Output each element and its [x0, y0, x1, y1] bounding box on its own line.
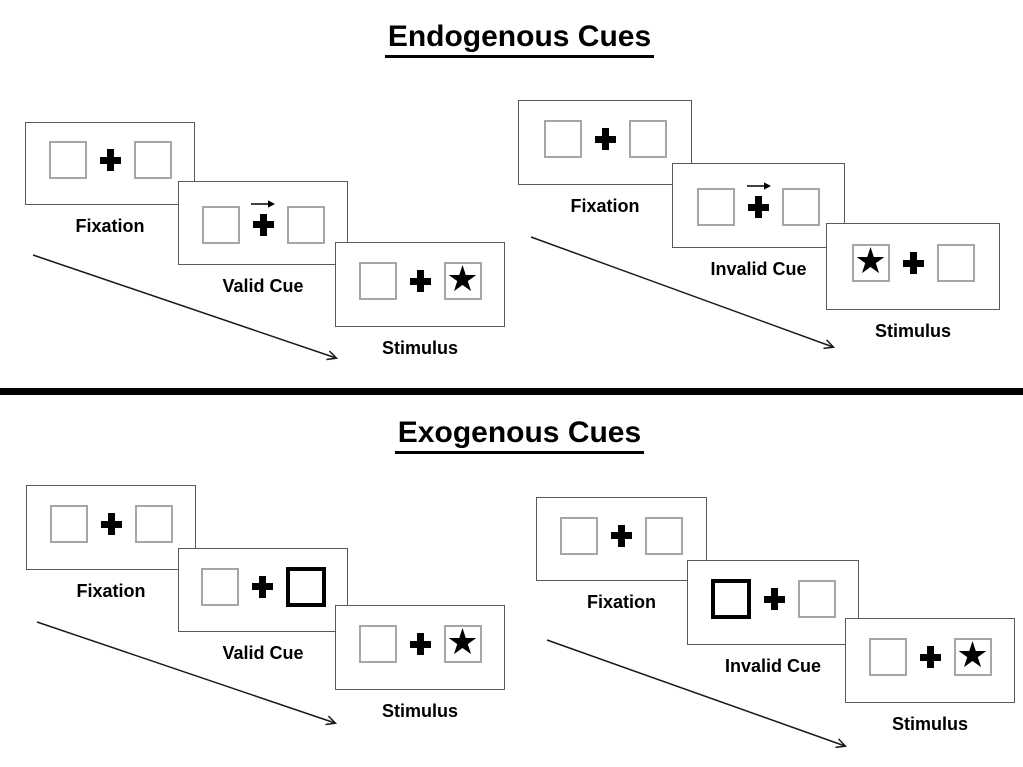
plus-shape	[919, 646, 941, 668]
section-title-exogenous: Exogenous Cues	[16, 416, 1023, 454]
fixation-cross-icon	[251, 199, 275, 236]
plus-shape	[252, 213, 274, 236]
fixation-cross-icon	[100, 513, 122, 535]
endogenous-invalid-stimulus-panel: ★	[826, 223, 1000, 310]
plus-shape	[594, 128, 616, 150]
plus-shape	[611, 524, 632, 547]
plus-shape	[99, 149, 121, 171]
endogenous-valid-stimulus-label: Stimulus	[381, 338, 458, 358]
star-icon: ★	[446, 622, 479, 663]
placeholder-box	[936, 244, 975, 282]
stimulus-box: ★	[443, 622, 482, 663]
exogenous-invalid-stimulus-panel: ★	[845, 618, 1015, 703]
section-title-endogenous: Endogenous Cues	[16, 20, 1023, 58]
section-divider	[0, 388, 1023, 395]
star-icon: ★	[446, 259, 479, 300]
placeholder-box	[49, 505, 88, 543]
exogenous-valid-fixation-label: Fixation	[76, 581, 146, 601]
endogenous-invalid-fixation-panel	[518, 100, 692, 185]
plus-shape	[100, 513, 122, 535]
placeholder-box	[286, 205, 325, 244]
exogenous-valid-stimulus-panel: ★	[335, 605, 505, 690]
endogenous-invalid-fixation-label: Fixation	[570, 196, 640, 216]
endogenous-invalid-stimulus-label: Stimulus	[874, 321, 951, 341]
fixation-cross-icon	[763, 588, 785, 610]
endogenous-valid-stimulus-panel: ★	[335, 242, 505, 327]
exogenous-valid-stimulus-label: Stimulus	[381, 701, 458, 721]
placeholder-box	[358, 262, 397, 300]
placeholder-box	[697, 188, 735, 226]
star-icon: ★	[956, 635, 989, 676]
plus-shape	[763, 588, 785, 610]
placeholder-box	[797, 580, 836, 618]
plus-shape	[748, 196, 769, 218]
plus-shape	[409, 633, 431, 655]
cue-highlight-box	[285, 566, 326, 607]
exogenous-valid-valid-cue-label: Valid Cue	[222, 643, 304, 663]
placeholder-box	[134, 505, 173, 543]
placeholder-box	[782, 188, 820, 226]
fixation-cross-icon	[409, 633, 431, 655]
exogenous-invalid-fixation-panel	[536, 497, 707, 581]
section-title-endogenous-text: Endogenous Cues	[384, 20, 655, 58]
fixation-cross-icon	[746, 182, 771, 218]
placeholder-box	[200, 567, 239, 606]
endogenous-valid-valid-cue-panel	[178, 181, 348, 265]
exogenous-valid-fixation-panel	[26, 485, 196, 570]
placeholder-box	[560, 516, 598, 555]
endogenous-invalid-invalid-cue-label: Invalid Cue	[710, 259, 807, 279]
exogenous-valid-valid-cue-panel	[178, 548, 348, 632]
fixation-cross-icon	[251, 575, 273, 598]
cue-direction-arrow-icon	[251, 199, 275, 208]
cue-highlight-box	[710, 579, 751, 619]
stimulus-box: ★	[953, 635, 992, 676]
placeholder-box	[133, 141, 172, 179]
fixation-cross-icon	[611, 524, 632, 547]
exogenous-valid-sequence-arrow	[36, 621, 335, 723]
endogenous-valid-fixation-label: Fixation	[75, 216, 145, 236]
cue-direction-arrow-icon	[746, 182, 771, 190]
exogenous-invalid-invalid-cue-label: Invalid Cue	[724, 656, 822, 676]
stimulus-box: ★	[443, 259, 482, 300]
exogenous-invalid-invalid-cue-panel	[687, 560, 859, 645]
endogenous-valid-valid-cue-label: Valid Cue	[222, 276, 304, 296]
plus-shape	[902, 252, 924, 274]
placeholder-box	[358, 625, 397, 663]
placeholder-box	[201, 205, 240, 244]
section-title-exogenous-text: Exogenous Cues	[394, 416, 645, 454]
placeholder-box	[628, 120, 667, 158]
fixation-cross-icon	[594, 128, 616, 150]
fixation-cross-icon	[919, 646, 941, 668]
placeholder-box	[868, 638, 907, 676]
exogenous-invalid-fixation-label: Fixation	[586, 592, 656, 612]
fixation-cross-icon	[409, 270, 431, 292]
stimulus-box: ★	[851, 241, 890, 282]
placeholder-box	[645, 516, 683, 555]
star-icon: ★	[854, 241, 887, 282]
endogenous-valid-sequence-arrow	[32, 254, 336, 358]
fixation-cross-icon	[902, 252, 924, 274]
placeholder-box	[543, 120, 582, 158]
fixation-cross-icon	[99, 149, 121, 171]
placeholder-box	[48, 141, 87, 179]
exogenous-invalid-stimulus-label: Stimulus	[891, 714, 968, 734]
plus-shape	[251, 575, 273, 598]
endogenous-invalid-invalid-cue-panel	[672, 163, 845, 248]
plus-shape	[409, 270, 431, 292]
endogenous-invalid-sequence-arrow	[530, 236, 833, 347]
endogenous-valid-fixation-panel	[25, 122, 195, 205]
